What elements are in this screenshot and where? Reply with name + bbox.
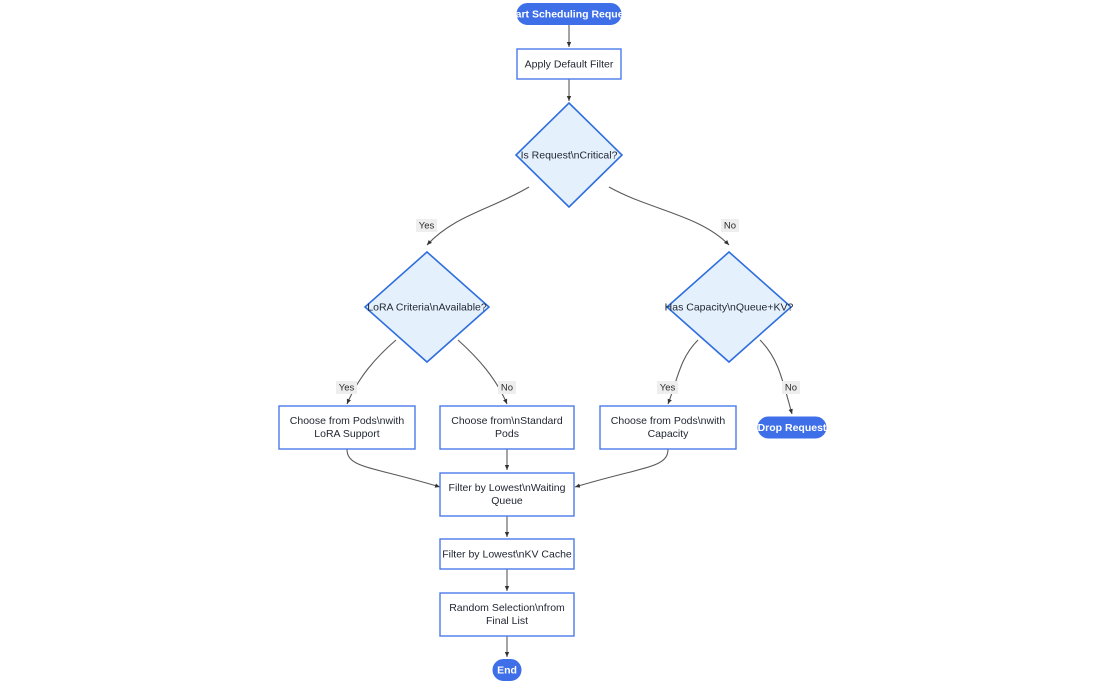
edge-pods-lora-to-filter-queue — [346, 448, 441, 488]
node-choose-pods-lora-support-line2: LoRA Support — [314, 428, 379, 440]
edge-critical-to-lora — [426, 186, 530, 246]
edge-lora-to-pods-lora — [346, 339, 397, 405]
node-drop-request-label: Drop Request — [758, 422, 827, 434]
node-filter-kv-cache-shape[interactable] — [439, 538, 575, 570]
edge-label-capacity-no-text: No — [785, 383, 797, 394]
edge-layer — [346, 25, 793, 657]
edge-lora-to-pods-std — [457, 339, 508, 405]
node-is-request-critical[interactable]: Is Request\nCritical? — [514, 101, 624, 209]
edge-label-lora-no: No — [498, 381, 516, 394]
node-random-selection-line2: Final List — [486, 615, 528, 627]
edge-label-lora-yes-bg — [336, 381, 357, 394]
node-has-capacity-queue-kv-label: Has Capacity\nQueue+KV? — [665, 301, 794, 313]
node-lora-criteria-available-label: LoRA Criteria\nAvailable? — [367, 301, 487, 313]
node-drop-request-shape[interactable] — [757, 416, 827, 439]
edge-label-capacity-yes: Yes — [657, 381, 678, 394]
edge-label-lora-yes: Yes — [336, 381, 357, 394]
node-choose-pods-capacity[interactable]: Choose from Pods\nwith Capacity — [599, 405, 737, 450]
node-choose-pods-capacity-line2: Capacity — [648, 428, 690, 440]
node-filter-kv-cache-label: Filter by Lowest\nKV Cache — [442, 548, 572, 560]
edge-label-capacity-yes-bg — [657, 381, 678, 394]
node-apply-default-filter-label: Apply Default Filter — [525, 58, 614, 70]
node-lora-criteria-available[interactable]: LoRA Criteria\nAvailable? — [363, 250, 491, 364]
edge-label-critical-yes-text: Yes — [419, 221, 435, 232]
node-choose-standard-pods-line2: Pods — [495, 428, 519, 440]
node-start-label: Start Scheduling Request — [505, 8, 633, 20]
node-has-capacity-queue-kv-shape[interactable] — [665, 250, 793, 364]
edge-label-lora-yes-text: Yes — [339, 383, 355, 394]
node-is-request-critical-shape[interactable] — [514, 101, 624, 209]
edge-label-capacity-no-bg — [782, 381, 800, 394]
node-end[interactable]: End — [492, 659, 522, 681]
node-apply-default-filter-shape[interactable] — [516, 48, 622, 80]
node-filter-kv-cache[interactable]: Filter by Lowest\nKV Cache — [439, 538, 575, 570]
node-choose-pods-lora-support-shape[interactable] — [278, 405, 416, 450]
edge-label-capacity-no: No — [782, 381, 800, 394]
node-choose-standard-pods-line1: Choose from\nStandard — [451, 415, 563, 427]
node-end-label: End — [497, 664, 517, 676]
node-has-capacity-queue-kv[interactable]: Has Capacity\nQueue+KV? — [665, 250, 794, 364]
node-filter-waiting-queue-line2: Queue — [491, 495, 523, 507]
node-filter-waiting-queue-line1: Filter by Lowest\nWaiting — [449, 482, 566, 494]
node-filter-waiting-queue[interactable]: Filter by Lowest\nWaiting Queue — [439, 472, 575, 517]
edge-critical-to-capacity — [608, 186, 730, 246]
node-choose-standard-pods-shape[interactable] — [439, 405, 575, 450]
edge-label-critical-no-bg — [721, 219, 739, 232]
edge-capacity-to-pods-cap — [667, 339, 699, 405]
edge-label-layer: Yes No Yes No Yes No — [336, 219, 800, 394]
edge-label-lora-no-bg — [498, 381, 516, 394]
edge-label-critical-no: No — [721, 219, 739, 232]
node-start[interactable]: Start Scheduling Request — [505, 3, 633, 25]
edge-label-critical-yes-bg — [416, 219, 437, 232]
node-is-request-critical-label: Is Request\nCritical? — [521, 149, 618, 161]
node-filter-waiting-queue-shape[interactable] — [439, 472, 575, 517]
node-drop-request[interactable]: Drop Request — [757, 416, 827, 439]
node-end-shape[interactable] — [492, 659, 522, 681]
edge-label-capacity-yes-text: Yes — [660, 383, 676, 394]
node-lora-criteria-available-shape[interactable] — [363, 250, 491, 364]
edge-label-critical-no-text: No — [724, 221, 736, 232]
node-apply-default-filter[interactable]: Apply Default Filter — [516, 48, 622, 80]
node-choose-standard-pods[interactable]: Choose from\nStandard Pods — [439, 405, 575, 450]
node-choose-pods-lora-support-line1: Choose from Pods\nwith — [290, 415, 405, 427]
node-choose-pods-capacity-line1: Choose from Pods\nwith — [611, 415, 726, 427]
node-choose-pods-capacity-shape[interactable] — [599, 405, 737, 450]
edge-pods-cap-to-filter-queue — [574, 448, 669, 488]
node-random-selection[interactable]: Random Selection\nfrom Final List — [439, 592, 575, 637]
edge-capacity-to-drop — [759, 339, 793, 415]
node-random-selection-line1: Random Selection\nfrom — [449, 602, 565, 614]
node-choose-pods-lora-support[interactable]: Choose from Pods\nwith LoRA Support — [278, 405, 416, 450]
edge-label-lora-no-text: No — [501, 383, 513, 394]
node-start-shape[interactable] — [516, 3, 622, 25]
edge-label-critical-yes: Yes — [416, 219, 437, 232]
node-random-selection-shape[interactable] — [439, 592, 575, 637]
